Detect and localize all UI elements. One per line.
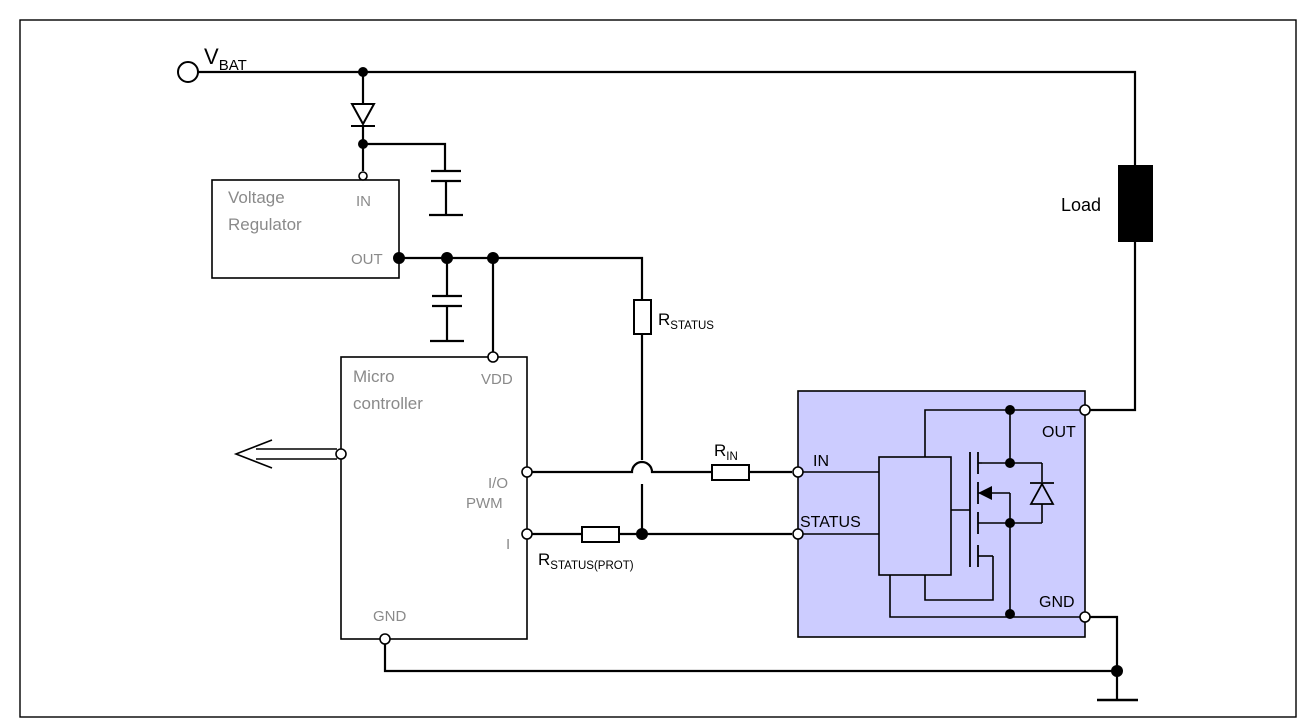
internal-wire bbox=[924, 409, 1080, 457]
mcu-name-line2: controller bbox=[353, 394, 423, 413]
junction-dot bbox=[393, 252, 405, 264]
mcu-io-label-line1: I/O bbox=[488, 475, 508, 492]
microcontroller-block bbox=[340, 356, 528, 640]
device-in-pin bbox=[792, 466, 804, 478]
mcu-io-pin bbox=[521, 466, 533, 478]
io-pwm-wire bbox=[532, 460, 712, 474]
internal-wire bbox=[889, 575, 1080, 618]
output-arrow-icon bbox=[233, 439, 337, 469]
device-gnd-pin bbox=[1079, 611, 1091, 623]
mcu-gnd-pin bbox=[379, 633, 391, 645]
body-diode-symbol bbox=[1029, 482, 1055, 505]
r-status-prot-label: RSTATUS(PROT) bbox=[538, 550, 634, 572]
vbat-terminal bbox=[177, 61, 199, 83]
mcu-i-pin bbox=[521, 528, 533, 540]
resistor-r-in bbox=[711, 464, 750, 481]
load-wire bbox=[1089, 242, 1137, 412]
wire bbox=[363, 142, 447, 171]
internal-wire bbox=[924, 556, 994, 601]
mcu-name-line1: Micro bbox=[353, 367, 395, 386]
device-out-label: OUT bbox=[1042, 424, 1076, 441]
load-label: Load bbox=[1061, 195, 1101, 215]
regulator-out-wire bbox=[399, 256, 644, 300]
load-element bbox=[1118, 165, 1153, 242]
diagram-frame bbox=[19, 19, 1297, 718]
r-in-label: RIN bbox=[714, 441, 738, 463]
device-in-label: IN bbox=[813, 453, 829, 470]
diode-symbol bbox=[350, 103, 376, 127]
regulator-name-line1: Voltage bbox=[228, 188, 285, 207]
junction-dot bbox=[1111, 665, 1123, 677]
regulator-in-pin bbox=[358, 171, 368, 181]
mcu-left-pin bbox=[335, 448, 347, 460]
mcu-i-label: I bbox=[506, 536, 510, 553]
gnd-wire bbox=[383, 644, 1118, 673]
device-status-label: STATUS bbox=[800, 514, 861, 531]
device-gnd-wire bbox=[1090, 615, 1119, 699]
device-gnd-label: GND bbox=[1039, 594, 1075, 611]
r-status-label: RSTATUS bbox=[658, 310, 714, 332]
mcu-gnd-label: GND bbox=[373, 608, 407, 625]
vbat-rail-wire bbox=[198, 70, 1137, 165]
device-out-pin bbox=[1079, 404, 1091, 416]
capacitor-symbol bbox=[430, 294, 464, 343]
regulator-in-label: IN bbox=[356, 193, 371, 210]
voltage-regulator-block bbox=[211, 179, 400, 279]
regulator-name-line2: Regulator bbox=[228, 215, 302, 234]
mcu-vdd-label: VDD bbox=[481, 371, 513, 388]
mcu-vdd-pin bbox=[487, 351, 499, 363]
control-logic-block bbox=[878, 456, 952, 576]
resistor-r-status bbox=[633, 299, 652, 335]
junction-dot bbox=[1005, 458, 1015, 468]
resistor-r-status-prot bbox=[581, 526, 620, 543]
mcu-io-label-line2: PWM bbox=[466, 495, 503, 512]
vbat-label: VBAT bbox=[204, 44, 247, 74]
capacitor-symbol bbox=[429, 169, 463, 217]
regulator-out-label: OUT bbox=[351, 251, 383, 268]
